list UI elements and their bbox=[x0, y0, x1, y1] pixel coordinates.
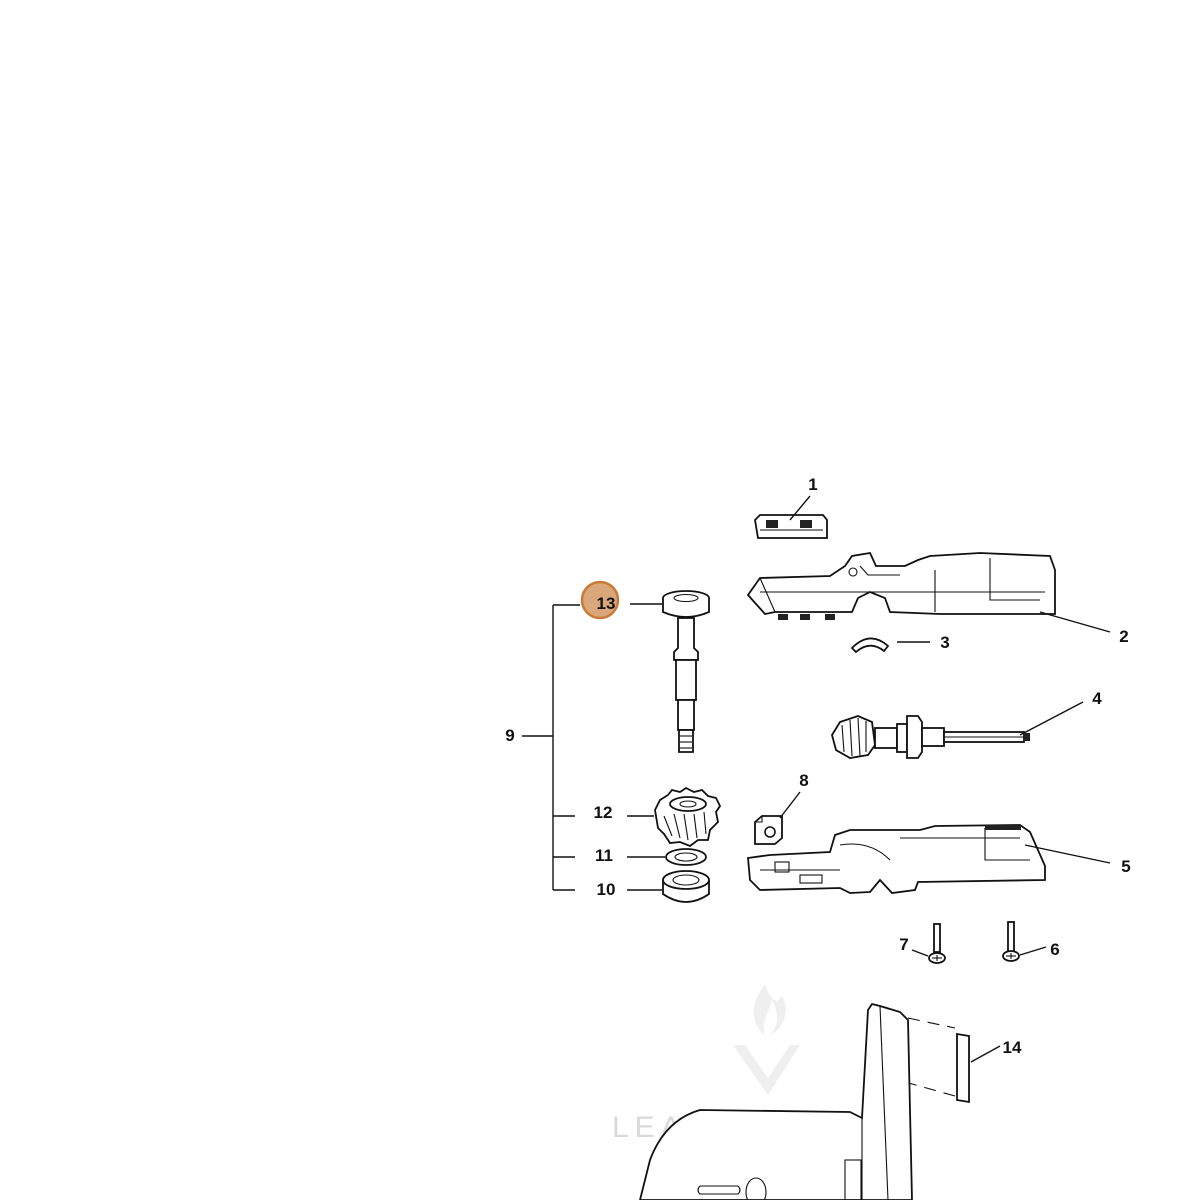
part-4-pinion-shaft[interactable] bbox=[831, 715, 1030, 759]
callout-13[interactable]: 13 bbox=[597, 594, 616, 613]
callout-2[interactable]: 2 bbox=[1119, 627, 1128, 646]
part-12-bevel-gear[interactable] bbox=[654, 786, 722, 848]
callout-1[interactable]: 1 bbox=[808, 475, 817, 494]
callout-5[interactable]: 5 bbox=[1121, 857, 1130, 876]
part-13-shaft[interactable] bbox=[662, 590, 710, 753]
callout-14[interactable]: 14 bbox=[1003, 1038, 1022, 1057]
part-8-square-nut[interactable] bbox=[754, 815, 783, 845]
part-7-screw[interactable] bbox=[928, 923, 946, 964]
part-10-bearing[interactable] bbox=[662, 870, 710, 903]
part-3-circlip[interactable] bbox=[850, 637, 890, 654]
callout-10[interactable]: 10 bbox=[597, 880, 616, 899]
part-14-plate[interactable] bbox=[904, 1017, 970, 1104]
callout-3[interactable]: 3 bbox=[940, 633, 949, 652]
part-11-washer[interactable] bbox=[665, 848, 707, 866]
part-1-clip[interactable] bbox=[754, 514, 828, 539]
callout-8[interactable]: 8 bbox=[799, 771, 808, 790]
watermark-logo bbox=[733, 985, 800, 1095]
part-5-lower-housing[interactable] bbox=[747, 824, 1046, 894]
bracket-9 bbox=[522, 604, 580, 891]
callout-4[interactable]: 4 bbox=[1092, 689, 1102, 708]
callout-12[interactable]: 12 bbox=[594, 803, 613, 822]
callout-7[interactable]: 7 bbox=[899, 935, 908, 954]
callout-9[interactable]: 9 bbox=[505, 726, 514, 745]
callout-11[interactable]: 11 bbox=[595, 846, 613, 865]
part-6-screw[interactable] bbox=[1002, 921, 1020, 962]
callout-13-highlight[interactable] bbox=[580, 580, 620, 620]
part-2-upper-housing[interactable] bbox=[746, 551, 1056, 620]
callout-6[interactable]: 6 bbox=[1050, 940, 1059, 959]
large-housing bbox=[639, 1002, 913, 1200]
